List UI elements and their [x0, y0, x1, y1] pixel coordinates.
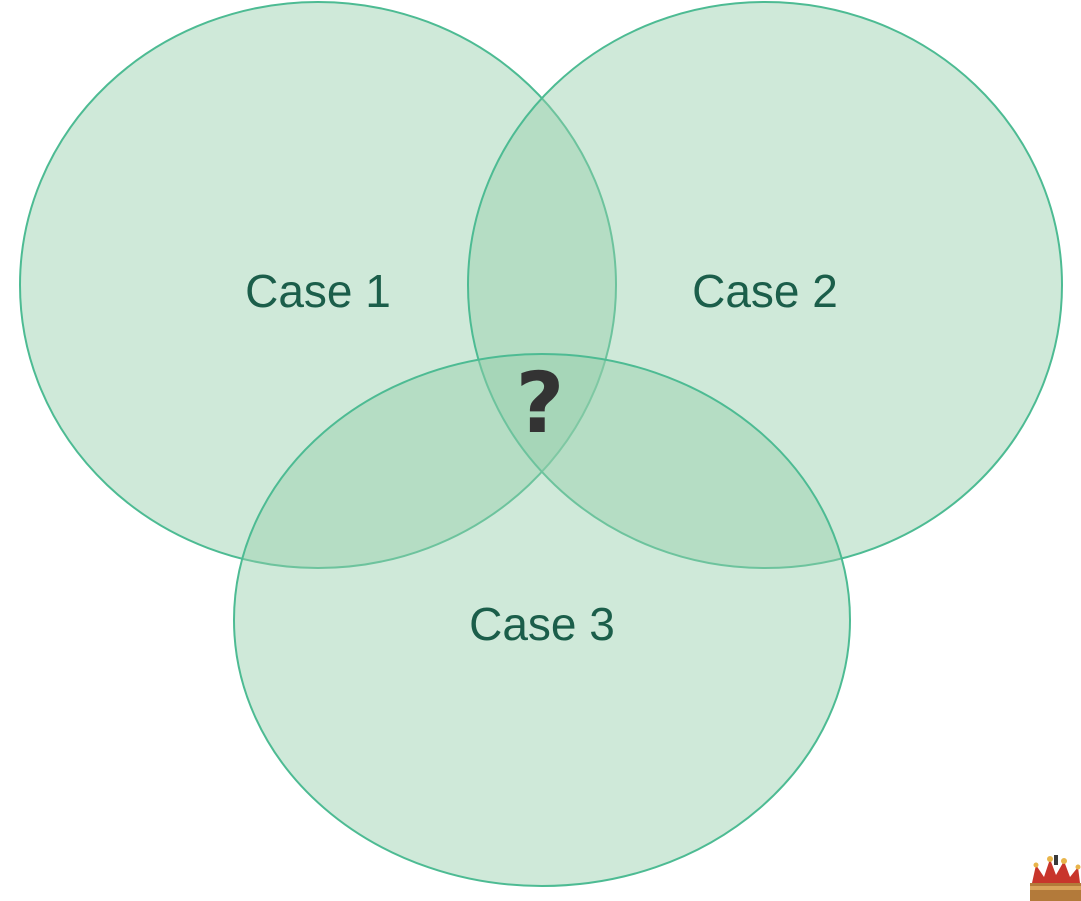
case-3-circle	[233, 353, 851, 887]
crown-icon	[1030, 855, 1081, 901]
case-2-circle	[467, 1, 1063, 569]
case-2-label: Case 2	[692, 265, 838, 317]
case-1-circle	[19, 1, 617, 569]
question-mark-icon: ?	[516, 354, 565, 452]
case-3-label: Case 3	[469, 598, 615, 650]
case-1-label: Case 1	[245, 265, 391, 317]
